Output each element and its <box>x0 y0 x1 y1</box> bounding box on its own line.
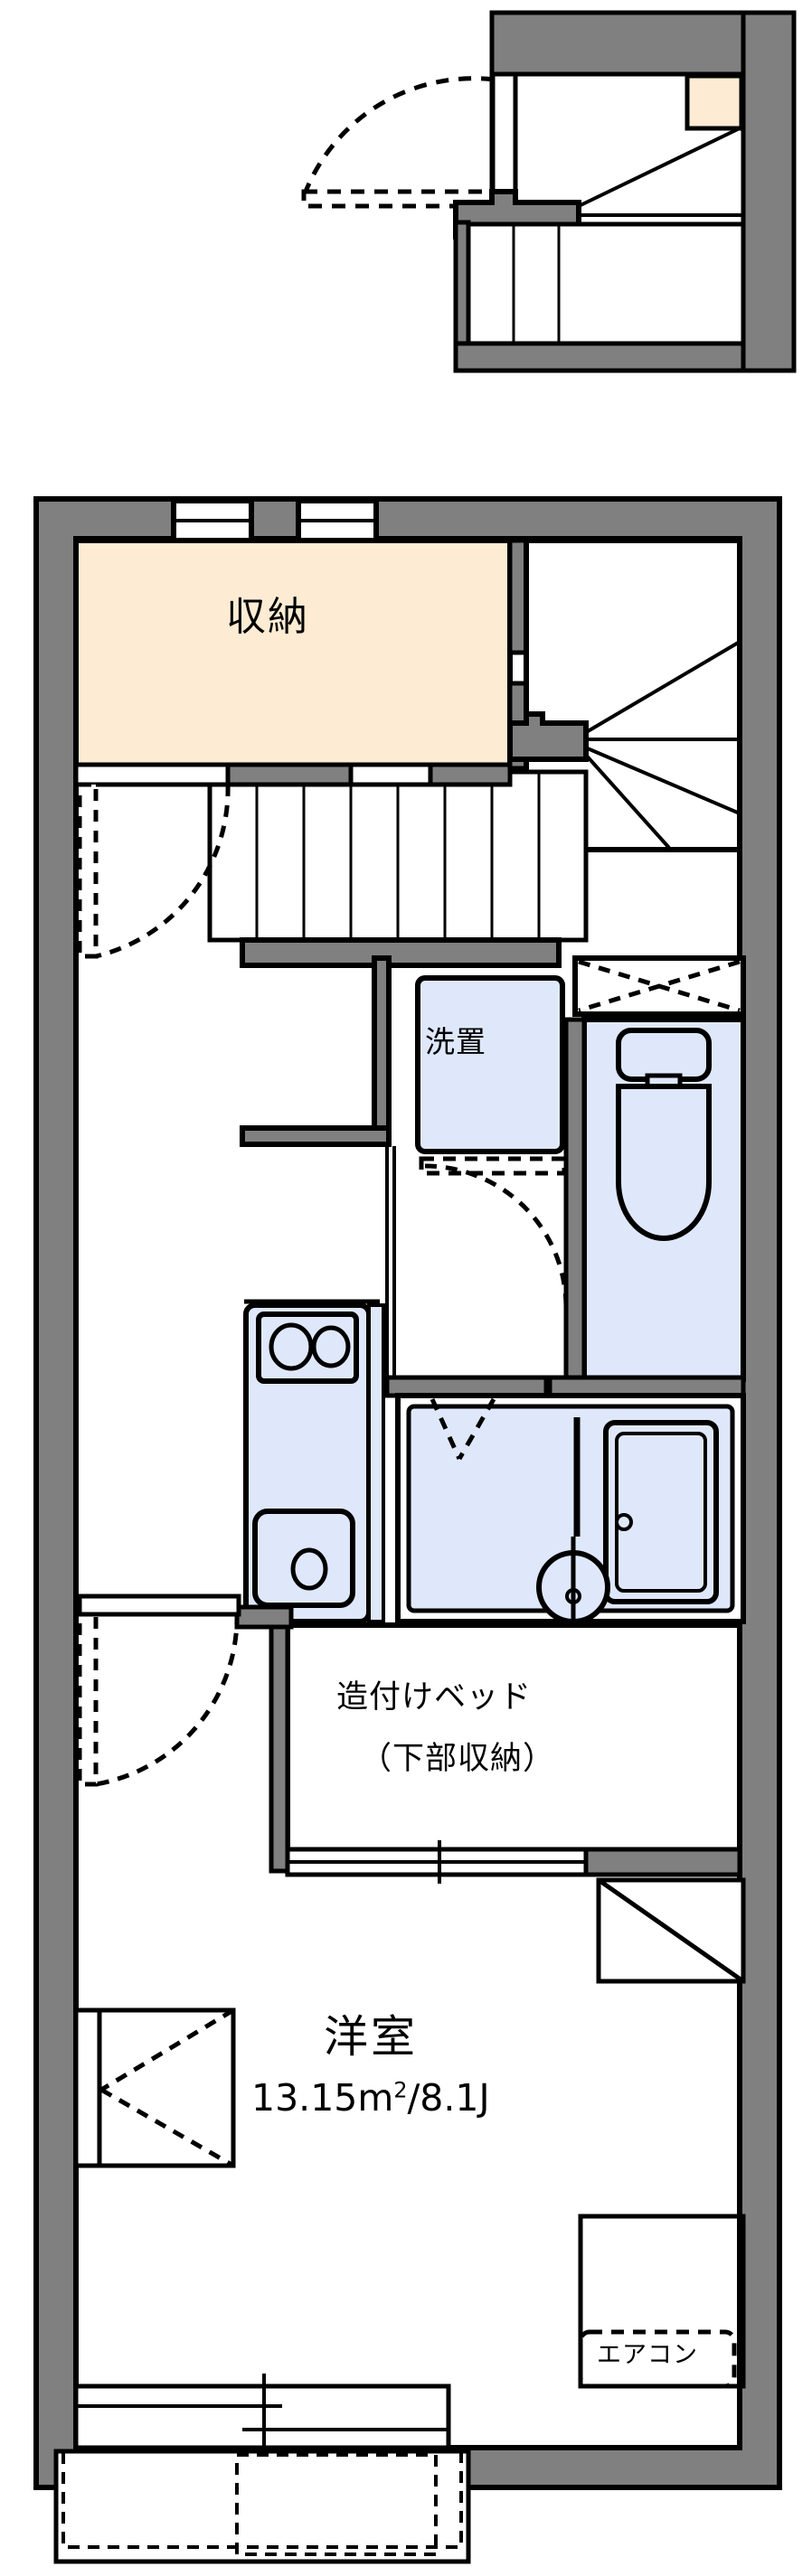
toilet-bowl <box>616 1084 712 1241</box>
bathtub-drain <box>615 1513 633 1531</box>
corridor-top-wall <box>240 937 562 968</box>
area-unit-superscript: 2 <box>393 2077 408 2103</box>
washroom-left-nib <box>240 1125 392 1147</box>
bath-door-marker <box>430 1397 496 1461</box>
area-unit: m <box>357 2076 394 2120</box>
balcony <box>53 2449 471 2564</box>
storage-label: 収納 <box>226 594 309 640</box>
unit-stair-winders <box>581 640 741 850</box>
top-window-right <box>296 498 379 543</box>
kitchen-burner-right <box>311 1325 351 1368</box>
toilet-room <box>563 955 746 1382</box>
western-room-area-label: 13.15m2/8.1J <box>251 2076 490 2120</box>
upper-cupboard <box>596 1877 746 1984</box>
entrance-door[interactable] <box>301 76 496 209</box>
toilet-left-wall <box>563 1017 587 1382</box>
upper-stair-lower-flight <box>460 221 746 359</box>
toilet-tank <box>616 1028 712 1082</box>
closet-door-arc <box>95 1612 240 1787</box>
closet-door[interactable] <box>77 1594 241 1787</box>
built-in-bed-label-line1: 造付けベッド <box>336 1679 533 1716</box>
storage-room <box>73 538 513 769</box>
upper-right-wall <box>741 10 797 373</box>
area-tail: /8.1J <box>407 2076 490 2120</box>
bed-header-wall <box>234 1604 294 1630</box>
room-closet-swing <box>99 2007 235 2168</box>
room-closet <box>73 2007 236 2168</box>
storage-door-header <box>73 762 513 787</box>
area-number: 13.15 <box>251 2076 358 2120</box>
washroom-door[interactable] <box>419 1156 569 1308</box>
western-room-label: 洋室 <box>324 2011 419 2063</box>
kitchen <box>243 1299 385 1624</box>
entrance-door-swing-arc <box>303 76 495 193</box>
kitchen-side-strip <box>367 1303 385 1623</box>
upper-bottom-wall <box>453 341 797 373</box>
unit-entry-door-arc <box>95 784 231 959</box>
kitchen-sink-drain <box>290 1547 328 1591</box>
built-in-bed <box>234 1604 742 1884</box>
unit-stair <box>207 538 742 943</box>
aircon-unit <box>578 2214 746 2389</box>
bed-left-wall <box>269 1622 290 1874</box>
built-in-bed-label-line2: （下部収納） <box>360 1741 556 1777</box>
aircon-label: エアコン <box>597 2341 698 2369</box>
balcony-rail-dashed <box>61 2449 463 2549</box>
unit-stair-treads <box>255 774 541 940</box>
balcony-sliding-door[interactable] <box>73 2374 451 2451</box>
unit-entry-door-leaf <box>77 782 99 959</box>
washroom-door-arc <box>424 1163 569 1308</box>
closet-door-header <box>77 1594 241 1617</box>
corridor-partition <box>385 1146 396 1379</box>
toilet-cabinet-cross <box>578 959 741 1013</box>
balcony-inner-dashed <box>235 2453 438 2556</box>
built-in-bed-outline <box>285 1622 742 1874</box>
washer-place-box <box>415 975 565 1154</box>
unit-stair-landing-nib <box>507 711 589 762</box>
bathtub-inner <box>615 1432 707 1593</box>
washer-place-label: 洗置 <box>425 1024 486 1059</box>
upper-entrance-stair-plan <box>301 10 797 373</box>
cupboard-diagonal <box>597 1877 745 1984</box>
closet-door-leaf <box>77 1610 99 1787</box>
washroom-door-leaf <box>419 1156 567 1176</box>
washroom-left-wall <box>372 955 392 1147</box>
balcony-outline <box>53 2449 471 2564</box>
top-window-left <box>171 498 254 543</box>
unit-entry-door[interactable] <box>77 782 231 959</box>
bed-foot-wall-right <box>583 1847 742 1877</box>
aircon-alcove <box>578 2214 746 2389</box>
unit-bath <box>395 1393 746 1624</box>
upper-left-wall <box>453 220 471 359</box>
kitchen-burner-left <box>269 1322 314 1371</box>
main-unit-plan <box>33 496 782 2564</box>
shoe-box <box>685 73 744 131</box>
